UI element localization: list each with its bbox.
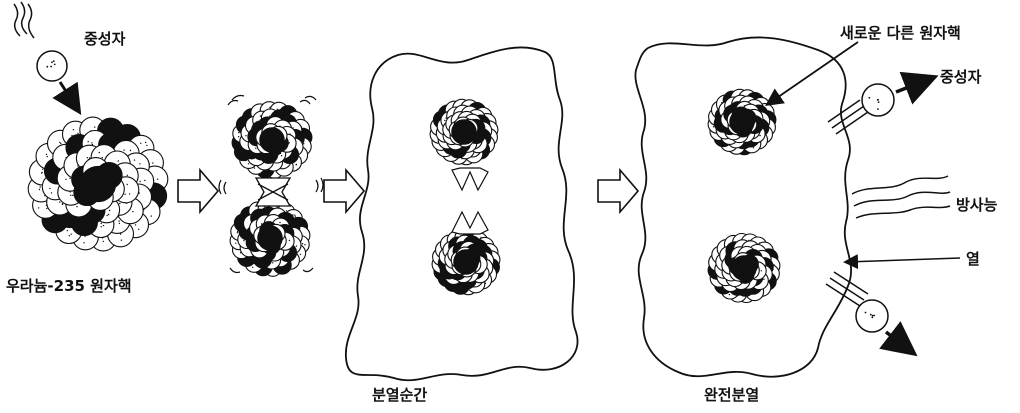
neutron-motion-lines bbox=[13, 1, 35, 39]
process-arrow-1 bbox=[177, 167, 220, 215]
fragment-bottom-splitting bbox=[431, 228, 501, 296]
radioactivity-waves bbox=[851, 175, 951, 219]
label-uranium-nucleus: 우라늄-235 원자핵 bbox=[6, 277, 132, 295]
incoming-neutron bbox=[36, 50, 68, 82]
new-nucleus-bottom bbox=[707, 232, 781, 304]
process-arrow-2 bbox=[323, 167, 366, 215]
process-arrow-3 bbox=[597, 167, 640, 215]
neutron-out-arrow bbox=[895, 71, 939, 105]
label-neutron-out: 중성자 bbox=[940, 68, 982, 86]
label-complete-fission: 완전분열 bbox=[704, 386, 760, 404]
deforming-nucleus-bottom bbox=[229, 199, 311, 277]
label-fission-moment: 분열순간 bbox=[372, 386, 428, 404]
label-new-nuclei: 새로운 다른 원자핵 bbox=[840, 24, 961, 42]
label-heat: 열 bbox=[966, 250, 980, 268]
label-radioactivity: 방사능 bbox=[956, 196, 998, 214]
neutron-trail-bottom bbox=[825, 271, 869, 307]
emitted-neutron-top bbox=[861, 83, 895, 117]
new-nuclei-pointer bbox=[765, 41, 859, 107]
neutron-out-arrow-bottom bbox=[879, 321, 918, 357]
fragment-top-splitting bbox=[429, 98, 499, 166]
deforming-nucleus-top bbox=[231, 101, 313, 179]
neutron-path-arrow bbox=[52, 81, 82, 116]
neutron-trail-top bbox=[827, 99, 869, 135]
new-nucleus-top bbox=[707, 88, 777, 156]
label-neutron-in: 중성자 bbox=[84, 30, 126, 48]
complete-fission-cloud bbox=[634, 36, 852, 378]
emitted-neutron-bottom bbox=[855, 299, 889, 333]
vibration-lines bbox=[218, 94, 324, 274]
nucleus-neck bbox=[254, 177, 292, 207]
heat-pointer bbox=[843, 254, 961, 270]
split-wisps bbox=[451, 167, 489, 235]
uranium-235-nucleus bbox=[27, 116, 169, 252]
